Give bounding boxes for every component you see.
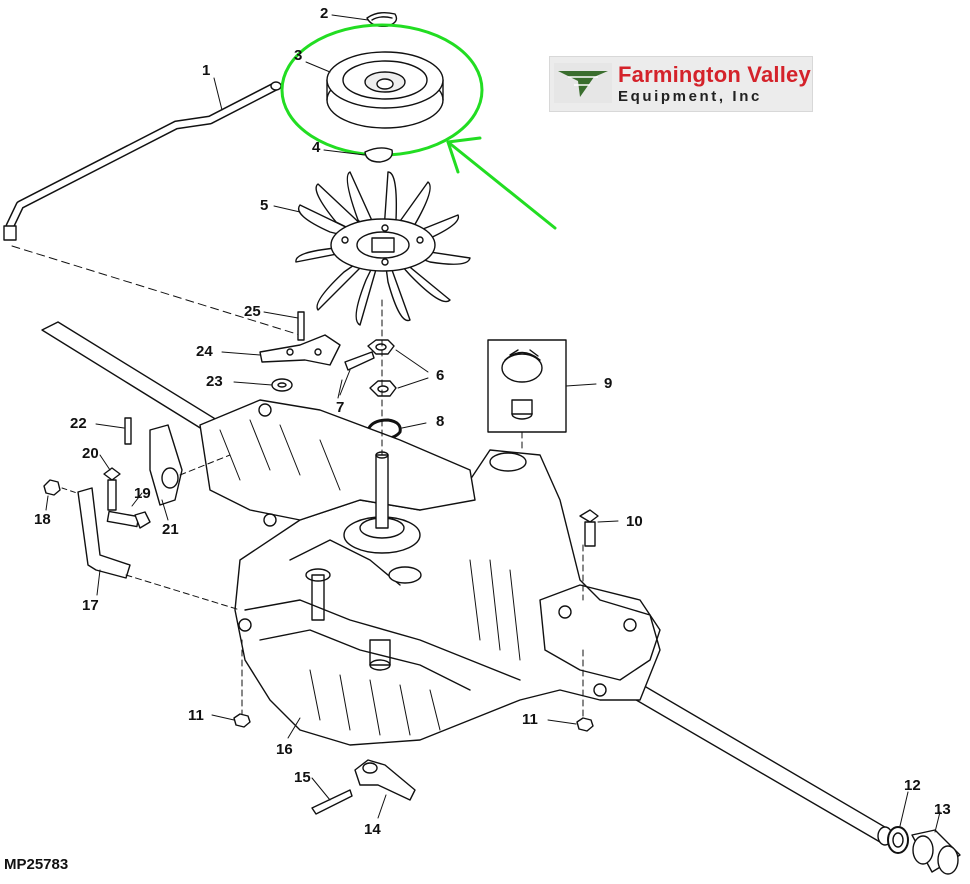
callout-19: 19: [134, 485, 151, 502]
callout-20: 20: [82, 445, 99, 462]
callout-25: 25: [244, 303, 261, 320]
pin-part-22: [124, 417, 132, 445]
callout-7: 7: [336, 399, 345, 416]
transaxle-housing-part-16: [199, 299, 661, 746]
leader-lines: [45, 14, 941, 833]
cooling-fan-part-5: [295, 171, 471, 326]
callout-10: 10: [626, 513, 643, 530]
dealer-subtitle: Equipment, Inc: [618, 88, 762, 105]
shift-linkage-parts-7-24-25: [259, 311, 375, 396]
bracket-part-17: [77, 487, 241, 611]
callout-15: 15: [294, 769, 311, 786]
nut-part-23: [271, 378, 293, 392]
callout-21: 21: [162, 521, 179, 538]
callout-2: 2: [320, 5, 329, 22]
callout-18: 18: [34, 511, 51, 528]
callout-14: 14: [364, 821, 381, 838]
washer-part-12: [887, 826, 909, 854]
dealer-logo: Farmington Valley Equipment, Inc: [549, 56, 813, 112]
dealer-logo-mark: [554, 63, 612, 103]
callout-13: 13: [934, 801, 951, 818]
bolt-part-10: [579, 509, 599, 547]
nuts-part-6: [367, 339, 429, 397]
callout-11-right: 11: [522, 711, 538, 728]
bracket-part-21: [149, 424, 231, 506]
callout-9: 9: [604, 375, 613, 392]
callout-5: 5: [260, 197, 269, 214]
figure-id: MP25783: [4, 856, 69, 873]
callout-1: 1: [202, 62, 211, 79]
bolt-part-20: [103, 467, 121, 511]
callout-16: 16: [276, 741, 293, 758]
callout-17: 17: [82, 597, 99, 614]
vent-cap-inset-part-9: [487, 339, 597, 433]
dealer-name: Farmington Valley: [618, 62, 811, 87]
callout-3: 3: [294, 47, 303, 64]
pulley-part-3: [326, 51, 444, 129]
key-part-4: [364, 147, 393, 163]
shift-rod-part-1: [3, 81, 301, 336]
callout-22: 22: [70, 415, 87, 432]
callout-6: 6: [436, 367, 445, 384]
bolt-part-19: [106, 510, 151, 529]
control-arm-parts-14-15: [311, 759, 416, 815]
callout-24: 24: [196, 343, 213, 360]
callout-8: 8: [436, 413, 445, 430]
callout-11-left: 11: [188, 707, 204, 724]
callout-4: 4: [312, 139, 321, 156]
nuts-part-11: [233, 713, 594, 732]
nut-part-18: [43, 479, 81, 496]
callout-23: 23: [206, 373, 223, 390]
bushing-part-13: [911, 829, 961, 875]
callout-12: 12: [904, 777, 921, 794]
